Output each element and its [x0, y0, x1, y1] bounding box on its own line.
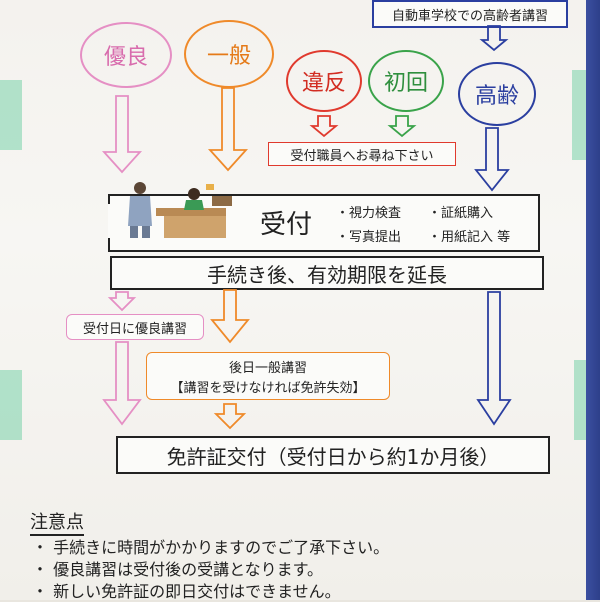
arrow-ippan-3 [213, 403, 247, 430]
page-edge [586, 0, 600, 600]
arrow-yuryo-1 [101, 95, 143, 174]
arrow-yuryo-3 [102, 341, 142, 426]
arrow-shokai [387, 115, 417, 138]
yuryo-note-text: 受付日に優良講習 [82, 321, 187, 337]
staff-note-text: 受付職員へお尋ね下さい [290, 148, 434, 164]
issue-text: 免許証交付（受付日から約1か月後） [166, 444, 500, 469]
category-ihan-label: 違反 [301, 71, 346, 96]
notes-heading: 注意点 [30, 508, 84, 536]
tape-left-bottom [0, 370, 22, 440]
notes-heading-text: 注意点 [30, 512, 84, 533]
reception-item-3: ・写真提出 [336, 230, 402, 245]
yuryo-note-box: 受付日に優良講習 [66, 314, 204, 340]
category-korei: 高齢 [458, 62, 536, 126]
reception-desk-illustration [108, 182, 236, 238]
category-ippan: 一般 [184, 20, 274, 88]
reception-box: 受付 ・視力検査 ・証紙購入 ・写真提出 ・用紙記入 等 [108, 182, 540, 252]
notes-item-1: ・ 手続きに時間がかかりますのでご了承下さい。 [32, 538, 390, 557]
arrow-korei-1 [474, 127, 510, 192]
arrow-ippan-1 [207, 87, 249, 172]
header-note-box: 自動車学校での高齢者講習 [372, 0, 568, 28]
renewal-box: 手続き後、有効期限を延長 [110, 256, 544, 290]
issue-box: 免許証交付（受付日から約1か月後） [116, 436, 550, 474]
renewal-text: 手続き後、有効期限を延長 [207, 262, 447, 287]
category-shokai: 初回 [368, 50, 444, 112]
ippan-note-line1: 後日一般講習 [228, 361, 307, 376]
arrow-ihan [309, 115, 339, 138]
reception-item-1: ・視力検査 [336, 206, 402, 221]
category-yuryo: 優良 [80, 22, 172, 88]
category-yuryo-label: 優良 [103, 45, 148, 70]
notes-item-3: ・ 新しい免許証の即日交付はできません。 [32, 582, 341, 601]
staff-note-box: 受付職員へお尋ね下さい [268, 142, 456, 166]
arrow-yuryo-2 [107, 291, 137, 312]
header-note-text: 自動車学校での高齢者講習 [391, 8, 548, 24]
arrow-ippan-2 [210, 289, 250, 344]
ippan-note-line2: 【講習を受けなければ免許失効】 [170, 381, 366, 396]
ippan-note-box: 後日一般講習 【講習を受けなければ免許失効】 [146, 352, 390, 400]
arrow-korei-2 [476, 291, 512, 426]
category-shokai-label: 初回 [383, 71, 428, 96]
category-ihan: 違反 [286, 50, 362, 112]
reception-item-4: ・用紙記入 等 [428, 230, 511, 245]
reception-title: 受付 [260, 210, 313, 240]
notes-item-2: ・ 優良講習は受付後の受講となります。 [32, 560, 324, 579]
arrow-header-to-korei [479, 25, 509, 52]
tape-left-top [0, 80, 22, 150]
category-korei-label: 高齢 [474, 84, 519, 109]
category-ippan-label: 一般 [206, 44, 251, 69]
reception-item-2: ・証紙購入 [428, 206, 494, 221]
